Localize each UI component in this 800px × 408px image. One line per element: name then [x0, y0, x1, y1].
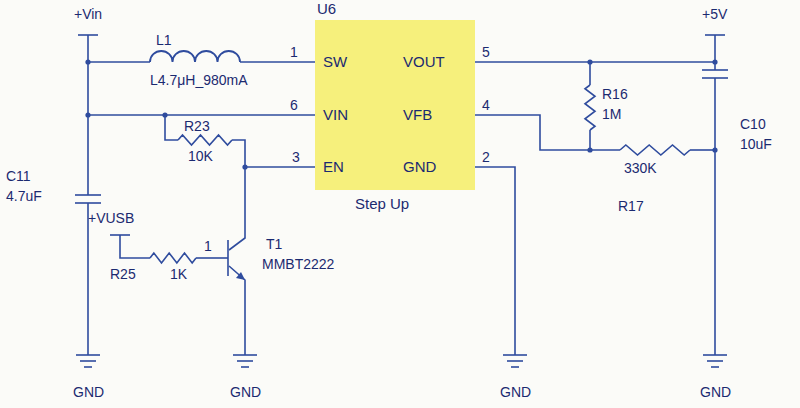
part-ref: U6 — [317, 1, 336, 17]
part-ref: L1 — [156, 32, 172, 48]
part-value: MMBT2222 — [262, 256, 334, 272]
part-ref: T1 — [266, 236, 282, 252]
part-ref: C10 — [740, 116, 766, 132]
wire — [690, 149, 715, 151]
wire — [589, 62, 591, 85]
part-value: L4.7μH_980mA — [150, 72, 248, 88]
resistor-symbol — [585, 85, 595, 130]
junction-dot — [162, 112, 167, 117]
wire — [88, 61, 150, 63]
junction-dot — [587, 59, 592, 64]
ground-label: GND — [73, 384, 104, 400]
transistor-collector — [229, 167, 245, 250]
resistor-symbol — [150, 253, 196, 263]
ground-label: GND — [500, 384, 531, 400]
junction-dot — [85, 59, 90, 64]
part-ref: R16 — [602, 86, 628, 102]
wire — [475, 167, 515, 355]
part-value: 1M — [602, 106, 621, 122]
wire — [232, 140, 245, 167]
junction-dot — [242, 164, 247, 169]
ic-box: U6SWVOUTVINVFBENGNDStep Up — [315, 20, 475, 190]
inductor-symbol — [150, 51, 240, 62]
wire — [475, 61, 715, 63]
resistor-symbol — [178, 135, 232, 145]
ground-label: GND — [230, 384, 261, 400]
part-ref: R25 — [110, 266, 136, 282]
wire — [714, 78, 716, 355]
ground-symbol — [76, 354, 100, 356]
part-value: 10K — [188, 148, 213, 164]
part-ref: R17 — [618, 198, 644, 214]
ground-symbol — [233, 354, 257, 356]
part-ref: C11 — [6, 168, 31, 184]
part-ref: R23 — [184, 118, 210, 134]
wire — [120, 235, 150, 258]
ground-symbol — [507, 360, 523, 362]
part-value: 1K — [170, 266, 187, 282]
ground-symbol — [503, 354, 527, 356]
part-value: 10uF — [740, 136, 772, 152]
wire — [240, 61, 315, 63]
ground-symbol — [241, 366, 249, 368]
junction-dot — [712, 59, 717, 64]
ground-symbol — [80, 360, 96, 362]
pin-number: 5 — [482, 44, 490, 60]
net-label: +VUSB — [88, 210, 134, 226]
pin-name: SW — [323, 54, 347, 70]
pin-number: 1 — [290, 44, 298, 60]
wire — [589, 130, 591, 150]
net-label: +Vin — [74, 6, 102, 22]
pin-number: 1 — [204, 238, 212, 254]
wire — [475, 115, 620, 150]
pin-number: 4 — [482, 97, 490, 113]
part-value: 4.7uF — [6, 188, 42, 204]
capacitor-symbol — [75, 194, 101, 196]
pin-name: VOUT — [403, 54, 445, 70]
ground-symbol — [711, 366, 719, 368]
pin-number: 6 — [290, 97, 298, 113]
transistor-emitter — [229, 266, 245, 355]
junction-dot — [85, 112, 90, 117]
wire — [245, 166, 315, 168]
resistor-symbol — [620, 145, 690, 155]
pin-name: VFB — [403, 107, 432, 123]
wire — [165, 115, 178, 140]
wire — [88, 114, 315, 116]
part-value: Step Up — [355, 196, 409, 212]
wire — [196, 257, 228, 259]
emitter-arrow — [236, 272, 245, 280]
ground-symbol — [511, 366, 519, 368]
pin-name: EN — [323, 159, 344, 175]
ground-symbol — [237, 360, 253, 362]
net-label: +5V — [702, 6, 727, 22]
part-value: 330K — [624, 160, 657, 176]
pin-name: VIN — [323, 107, 348, 123]
pin-number: 2 — [482, 149, 490, 165]
ground-symbol — [84, 366, 92, 368]
ground-symbol — [703, 354, 727, 356]
pin-name: GND — [403, 159, 436, 175]
pin-number: 3 — [292, 149, 300, 165]
capacitor-symbol — [702, 69, 728, 71]
junction-dot — [587, 147, 592, 152]
ground-label: GND — [700, 384, 731, 400]
junction-dot — [712, 147, 717, 152]
wire — [714, 35, 716, 70]
ground-symbol — [707, 360, 723, 362]
